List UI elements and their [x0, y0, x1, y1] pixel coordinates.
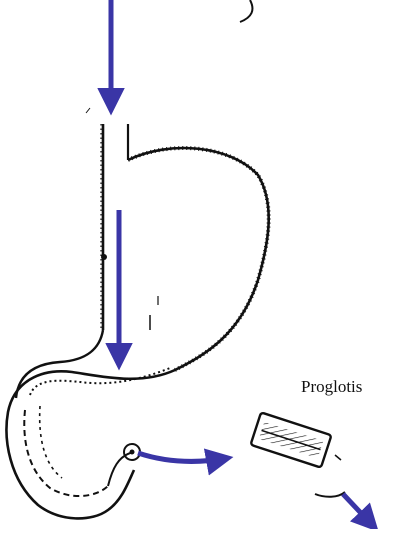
proglottid-segment — [251, 412, 332, 467]
proglottid-label: Proglotis — [301, 377, 362, 397]
arrow-exit — [138, 453, 228, 461]
proglottid-trail-line — [315, 492, 345, 497]
corner-outline — [240, 0, 252, 22]
stomach — [7, 108, 269, 518]
esophagus — [101, 124, 128, 330]
proglottid-trail-mark — [335, 455, 341, 460]
arrow-out — [343, 494, 375, 528]
